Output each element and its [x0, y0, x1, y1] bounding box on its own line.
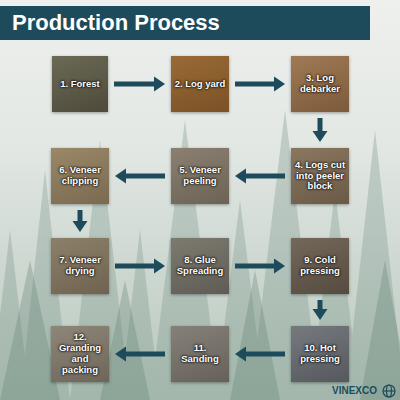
- flow-arrow: [115, 169, 165, 184]
- arrow-head: [313, 309, 328, 320]
- process-step: 2. Log yard: [171, 56, 229, 112]
- title-bar: [0, 6, 370, 40]
- arrow-shaft: [115, 264, 155, 269]
- process-step: 12. Granding and packing: [51, 326, 109, 382]
- flow-arrow: [235, 347, 285, 362]
- flow-arrow: [235, 77, 285, 92]
- flow-arrow: [235, 169, 285, 184]
- page-title: Production Process: [12, 8, 220, 38]
- arrow-shaft: [125, 352, 165, 357]
- flow-arrow: [313, 118, 328, 142]
- arrow-shaft: [235, 264, 275, 269]
- arrow-head: [73, 221, 88, 232]
- step-label: 3. Log debarker: [294, 73, 346, 95]
- flow-arrow: [73, 210, 88, 232]
- step-label: 9. Cold pressing: [294, 255, 346, 277]
- logo-globe: [383, 385, 395, 397]
- arrow-shaft: [245, 174, 285, 179]
- brand-logo-text: VINEXCO: [332, 385, 377, 397]
- step-label: 7. Veneer drying: [54, 255, 106, 277]
- step-label: 1. Forest: [60, 79, 100, 90]
- arrow-head: [115, 347, 126, 362]
- process-step: 11. Sanding: [171, 326, 229, 382]
- arrow-shaft: [114, 82, 155, 87]
- process-step: 10. Hot pressing: [291, 326, 349, 382]
- tree-silhouettes: [0, 110, 400, 400]
- arrow-shaft: [318, 300, 323, 310]
- arrow-head: [235, 169, 246, 184]
- process-step: 4. Logs cut into peeler block: [291, 148, 349, 204]
- arrow-head: [274, 77, 285, 92]
- arrow-head: [274, 259, 285, 274]
- arrow-head: [154, 77, 165, 92]
- step-label: 4. Logs cut into peeler block: [294, 160, 346, 193]
- arrow-shaft: [125, 174, 165, 179]
- flow-arrow: [313, 300, 328, 320]
- process-step: 8. Glue Spreading: [171, 238, 229, 294]
- process-step: 5. Veneer peeling: [171, 148, 229, 204]
- process-step: 1. Forest: [52, 56, 108, 112]
- flow-arrow: [115, 347, 165, 362]
- step-label: 12. Granding and packing: [54, 332, 106, 376]
- step-label: 6. Veneer clipping: [54, 165, 106, 187]
- arrow-head: [115, 169, 126, 184]
- step-label: 8. Glue Spreading: [174, 255, 226, 277]
- arrow-shaft: [78, 210, 83, 222]
- flow-arrow: [114, 77, 165, 92]
- arrow-shaft: [245, 352, 285, 357]
- process-step: 3. Log debarker: [291, 56, 349, 112]
- step-label: 2. Log yard: [175, 79, 226, 90]
- step-label: 5. Veneer peeling: [174, 165, 226, 187]
- arrow-head: [235, 347, 246, 362]
- flow-arrow: [235, 259, 285, 274]
- process-step: 9. Cold pressing: [291, 238, 349, 294]
- arrow-head: [313, 131, 328, 142]
- process-step: 7. Veneer drying: [51, 238, 109, 294]
- arrow-shaft: [318, 118, 323, 132]
- process-step: 6. Veneer clipping: [51, 148, 109, 204]
- step-label: 10. Hot pressing: [294, 343, 346, 365]
- flow-arrow: [115, 259, 165, 274]
- step-label: 11. Sanding: [174, 343, 226, 365]
- arrow-shaft: [235, 82, 275, 87]
- arrow-head: [154, 259, 165, 274]
